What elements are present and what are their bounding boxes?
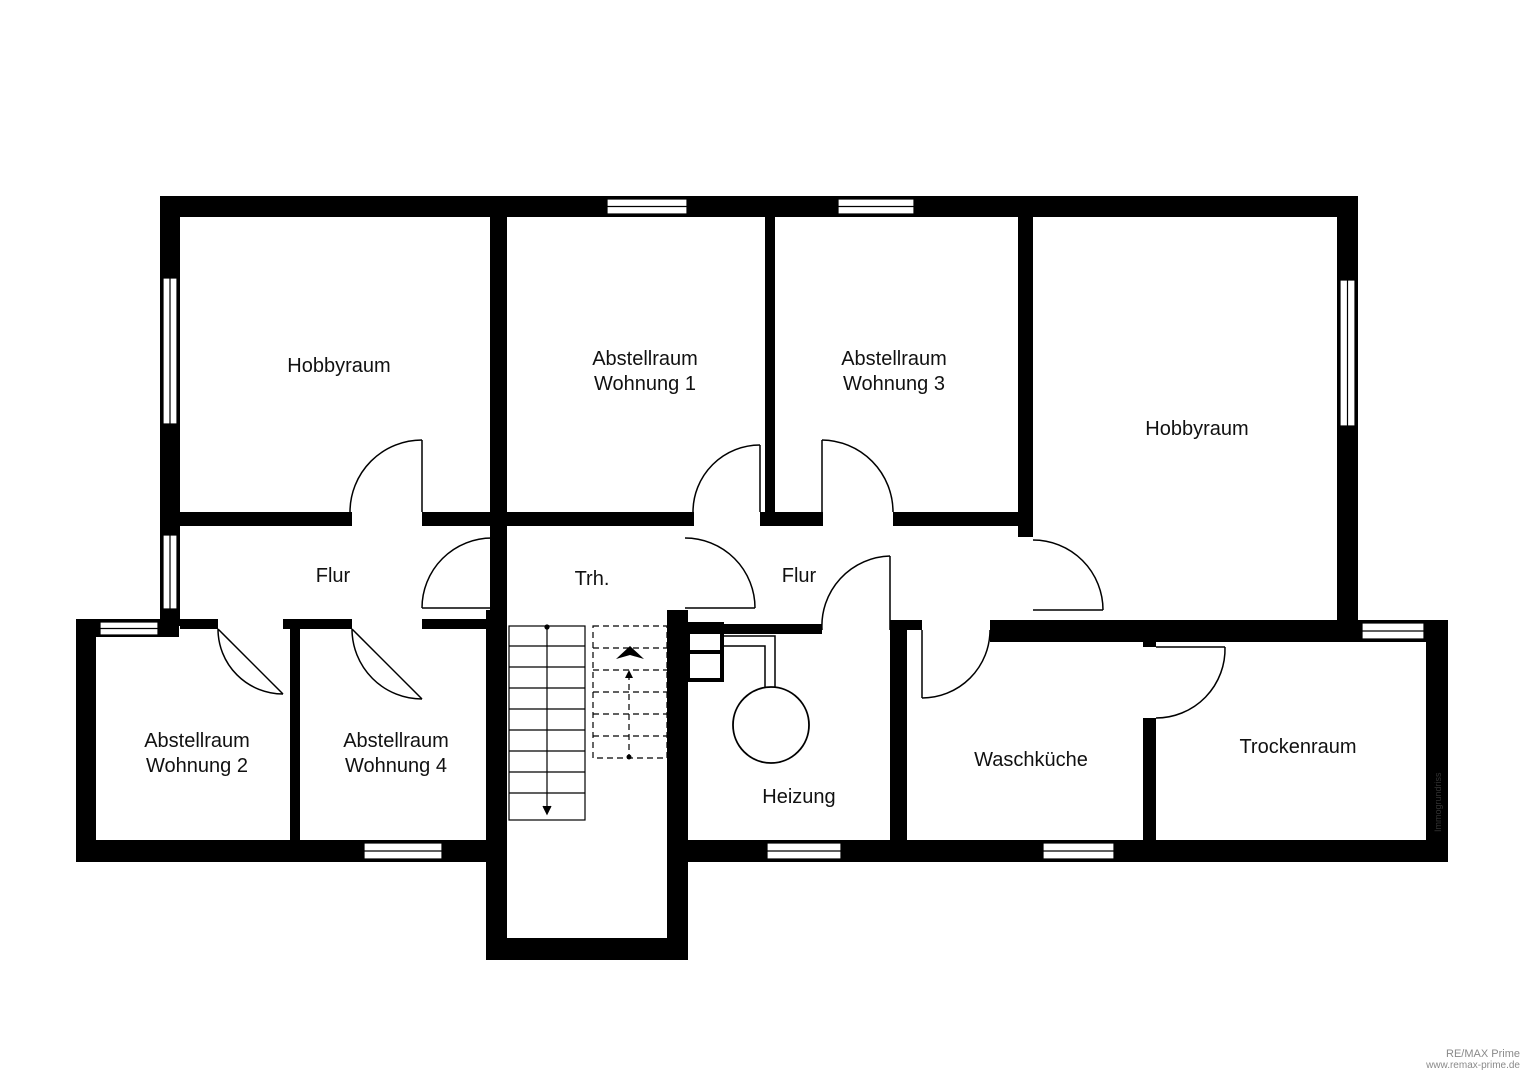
- window-bottom-3: [1042, 842, 1115, 860]
- window-right-1: [1339, 279, 1356, 427]
- window-left-2: [162, 534, 178, 610]
- door-trh-left: [421, 537, 493, 609]
- room-label-flur-right: Flur: [782, 565, 817, 587]
- credit-line1: RE/MAX Prime: [1446, 1048, 1520, 1060]
- door-trh-right: [684, 537, 756, 609]
- room-labels: Hobbyraum Abstellraum Wohnung 1 Abstellr…: [144, 348, 1356, 808]
- boiler-tank-icon: [732, 686, 810, 764]
- window-bottom-1: [363, 842, 443, 860]
- room-label-abst-w2-line1: Abstellraum: [144, 730, 250, 752]
- door-heizung: [821, 555, 891, 631]
- stairs-down-dashed: [592, 625, 668, 759]
- side-label: Immogrundriss: [1433, 772, 1443, 832]
- window-right-lower: [1361, 622, 1425, 640]
- door-abst-w4: [351, 628, 423, 700]
- room-label-hobby-left: Hobbyraum: [287, 355, 390, 377]
- room-label-abst-w3-line2: Wohnung 3: [843, 373, 945, 395]
- room-label-abst-w1-line2: Wohnung 1: [594, 373, 696, 395]
- credit: RE/MAX Prime www.remax-prime.de: [1426, 1048, 1520, 1072]
- window-left-1: [162, 277, 178, 425]
- room-label-trockenraum: Trockenraum: [1239, 736, 1356, 758]
- doors: [217, 439, 1226, 719]
- door-waschkueche: [921, 629, 991, 699]
- door-hobby-right: [1032, 539, 1104, 611]
- window-bottom-2: [766, 842, 842, 860]
- room-label-abst-w4-line1: Abstellraum: [343, 730, 449, 752]
- door-abst-w2: [217, 628, 284, 695]
- door-trockenraum: [1155, 646, 1226, 719]
- room-label-abst-w3-line1: Abstellraum: [841, 348, 947, 370]
- room-label-flur-left: Flur: [316, 565, 351, 587]
- room-label-abst-w2-line2: Wohnung 2: [146, 755, 248, 777]
- walls: [76, 196, 1448, 960]
- room-label-treppenhaus: Trh.: [575, 568, 610, 590]
- window-top-1: [606, 198, 688, 215]
- room-label-heizung: Heizung: [762, 786, 835, 808]
- windows: [99, 198, 1425, 860]
- door-hobby-left: [349, 439, 423, 513]
- stairs: [508, 624, 586, 821]
- door-abst-w3: [821, 439, 894, 513]
- credit-line2: www.remax-prime.de: [1426, 1060, 1520, 1071]
- room-label-abst-w4-line2: Wohnung 4: [345, 755, 447, 777]
- window-top-2: [837, 198, 915, 215]
- room-label-abst-w1-line1: Abstellraum: [592, 348, 698, 370]
- window-lower-left: [99, 621, 159, 636]
- stairs-direction-arrow: [616, 646, 644, 760]
- door-abst-w1: [692, 444, 761, 513]
- boiler-pipe: [722, 635, 776, 688]
- room-label-hobby-right: Hobbyraum: [1145, 418, 1248, 440]
- room-label-waschkueche: Waschküche: [974, 749, 1088, 771]
